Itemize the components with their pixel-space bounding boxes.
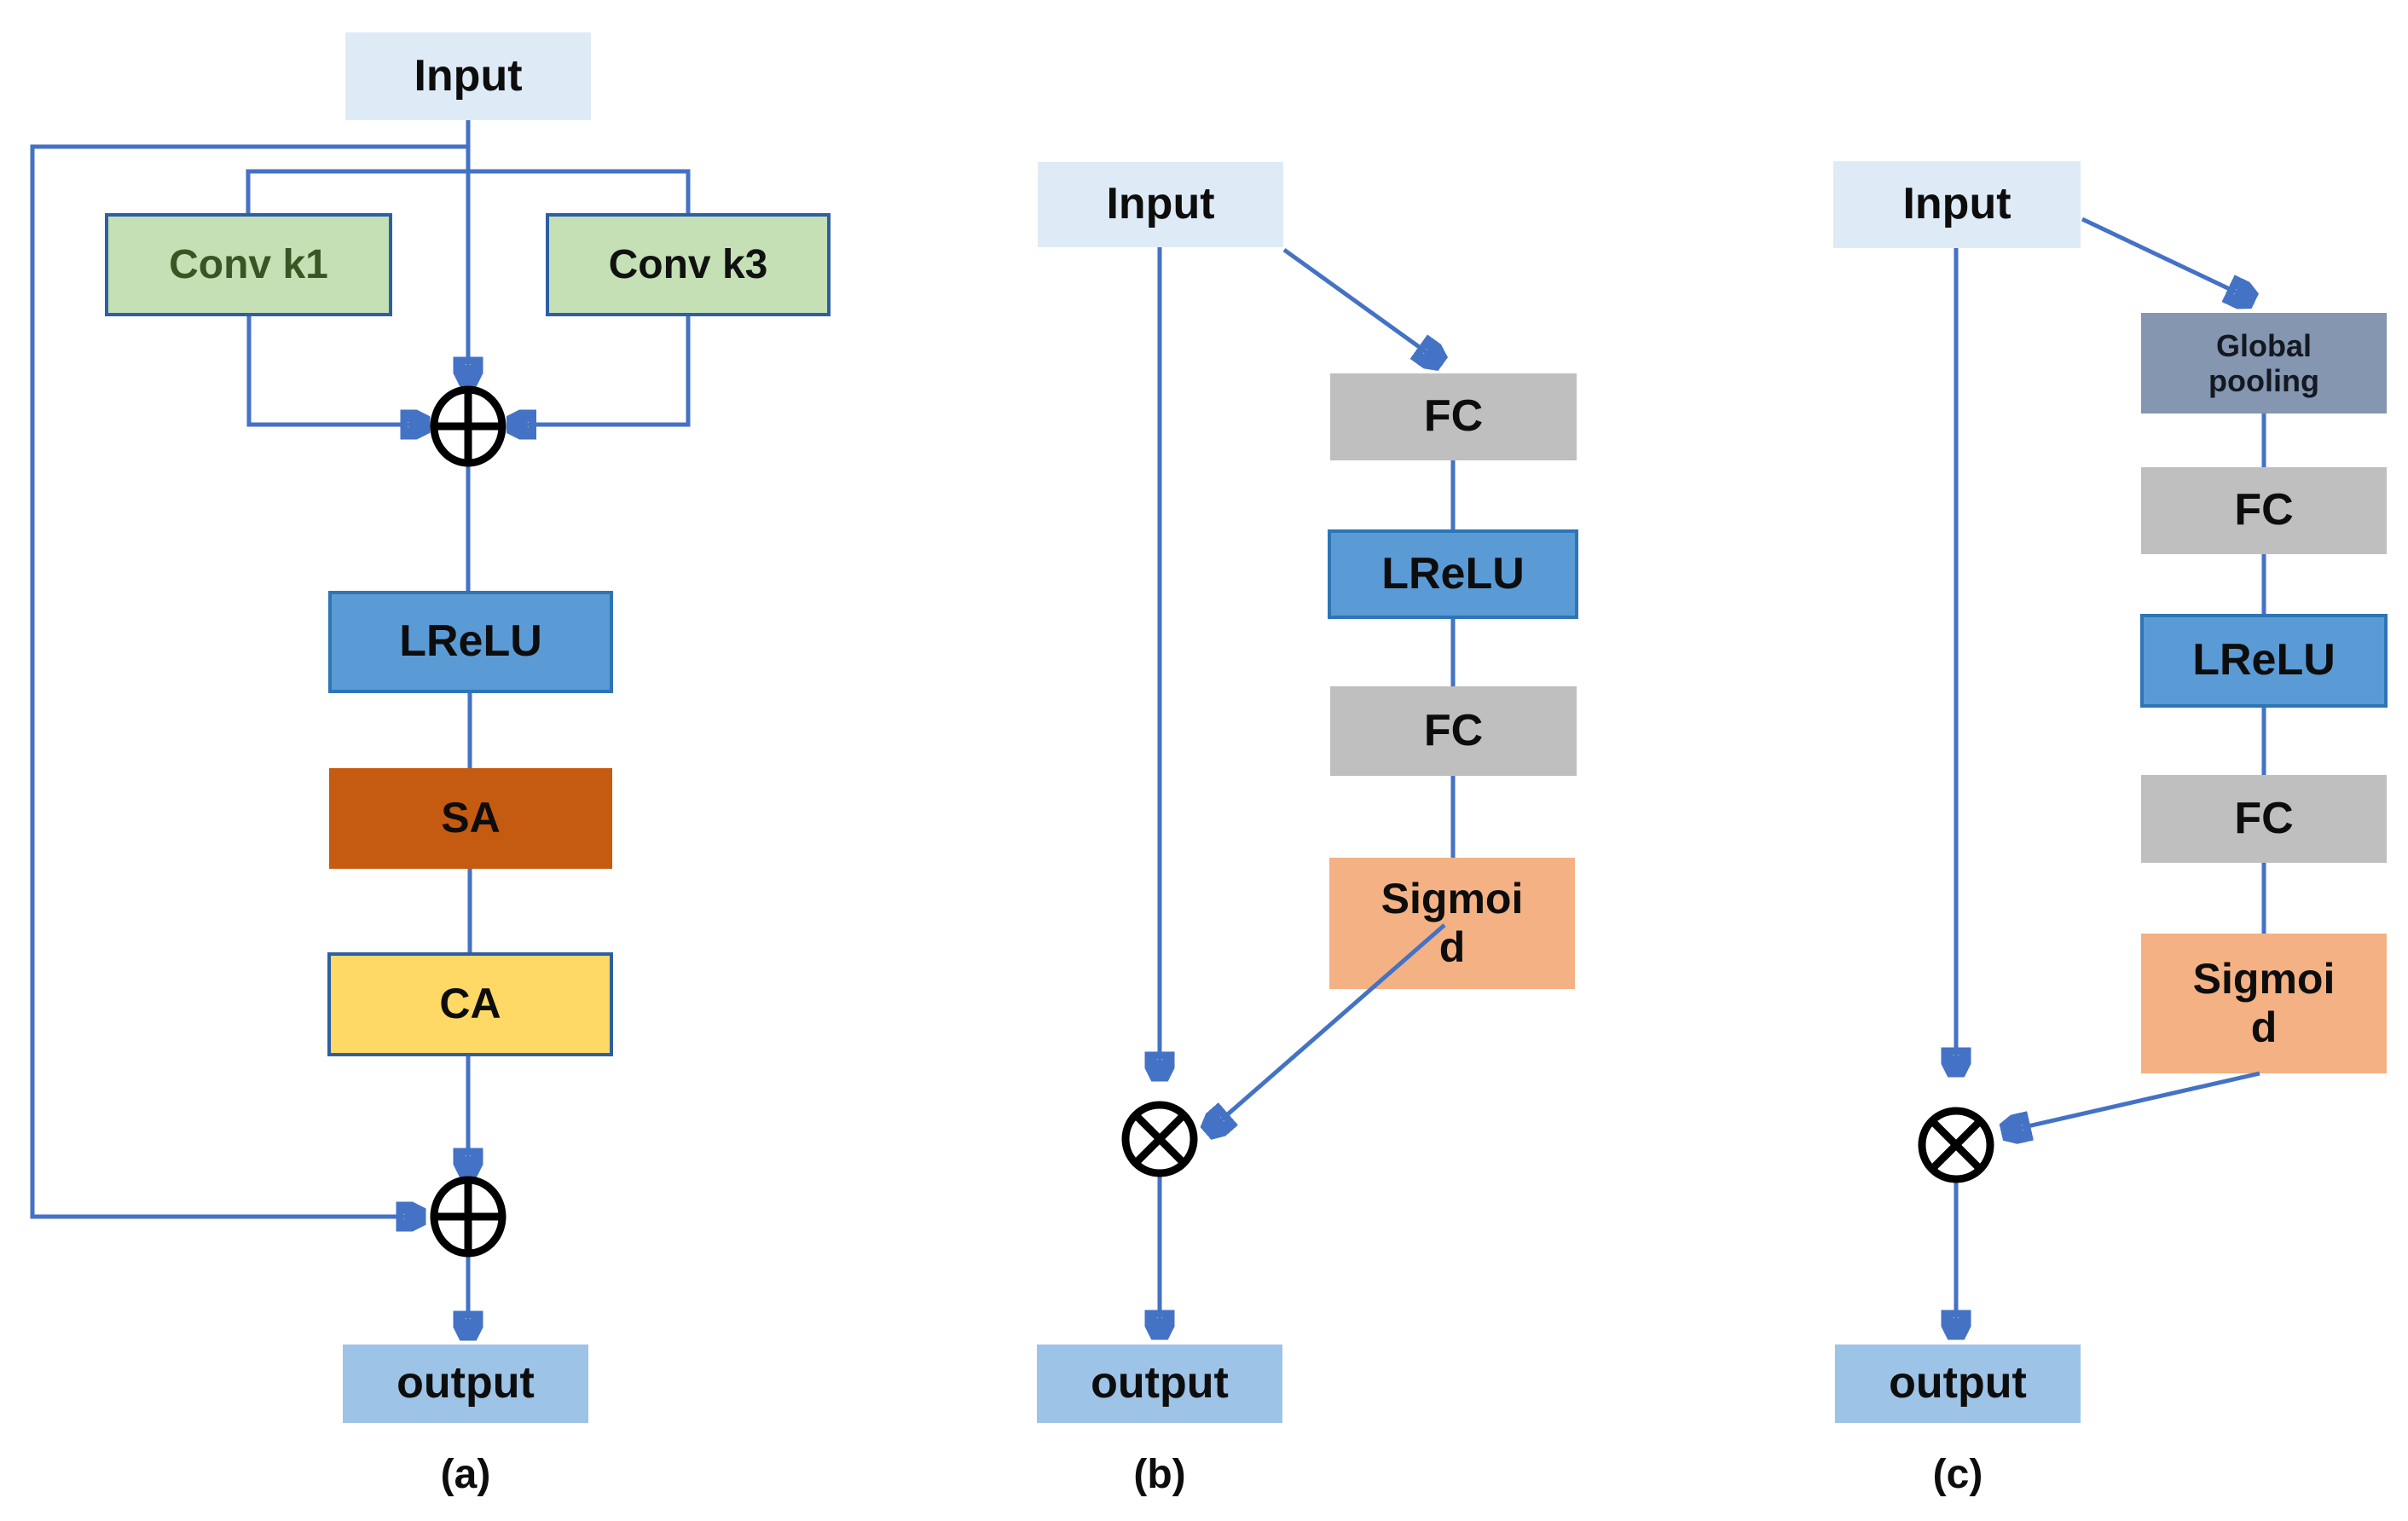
panel-c-global-pooling-label: Global pooling — [2208, 327, 2319, 398]
panel-a-input-box: Input — [345, 32, 591, 120]
panel-b-output-box: output — [1037, 1345, 1282, 1423]
c-sigmoid-to-multiply-arrow — [2006, 1071, 2260, 1131]
panel-c-sigmoid-label: Sigmoid — [2192, 954, 2336, 1052]
a-branch-to-convs-line — [246, 169, 691, 213]
panel-b-input-box: Input — [1038, 162, 1283, 247]
panel-c-caption: (c) — [1932, 1451, 1983, 1497]
panel-c-input-box: Input — [1833, 161, 2081, 248]
panel-a-conv-k3-box: Conv k3 — [546, 213, 831, 316]
c-input-to-global-pooling-arrow — [2081, 217, 2251, 299]
circle-plus-icon — [430, 385, 506, 467]
panel-a-output-box: output — [343, 1345, 588, 1423]
panel-a-conv-k1-box: Conv k1 — [105, 213, 392, 316]
panel-b-lrelu-box: LReLU — [1328, 529, 1578, 619]
panel-c-sigmoid-box: Sigmoid — [2141, 934, 2387, 1073]
a-conv-k3-to-add1-arrow — [511, 316, 691, 425]
panel-c-lrelu-box: LReLU — [2140, 614, 2388, 708]
circle-multiply-icon — [1918, 1107, 1994, 1183]
circle-multiply-icon — [1121, 1101, 1198, 1177]
panel-a-lrelu-box: LReLU — [328, 591, 613, 693]
circle-plus-icon — [430, 1176, 506, 1258]
panel-c-fc1-box: FC — [2141, 467, 2387, 554]
panel-b-fc1-box: FC — [1330, 373, 1577, 460]
panel-c-global-pooling-box: Global pooling — [2141, 313, 2387, 414]
panel-b-fc2-box: FC — [1330, 686, 1577, 776]
panel-b-caption: (b) — [1133, 1451, 1186, 1497]
panel-b-sigmoid-box: Sigmoid — [1329, 858, 1575, 989]
panel-a-caption: (a) — [440, 1451, 491, 1497]
panel-c-output-box: output — [1835, 1345, 2081, 1423]
panel-a-ca-box: CA — [327, 952, 613, 1056]
panel-b-sigmoid-label: Sigmoid — [1381, 874, 1524, 972]
panel-c-fc2-box: FC — [2141, 775, 2387, 863]
b-input-to-fc1-arrow — [1282, 247, 1439, 361]
panel-a-sa-box: SA — [329, 768, 612, 869]
a-conv-k1-to-add1-arrow — [246, 316, 425, 425]
